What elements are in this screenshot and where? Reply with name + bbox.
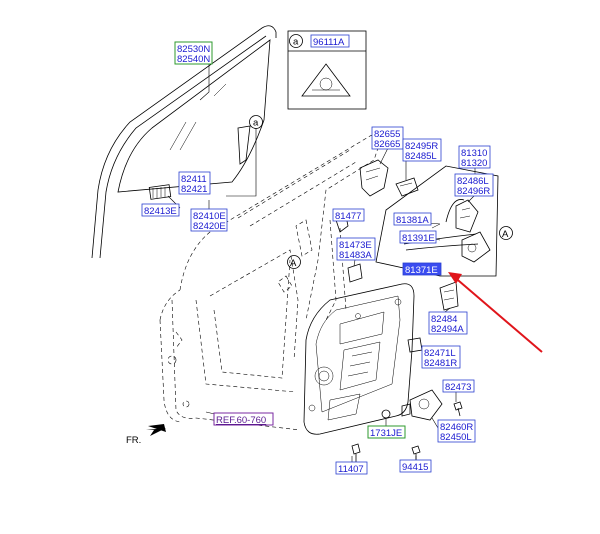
part-labels: 82530N 82540N 96111A 82411 82421 82413E … <box>141 34 494 475</box>
part-82450L[interactable]: 82450L <box>440 432 472 443</box>
part-82485L[interactable]: 82485L <box>405 151 437 162</box>
part-1731JE[interactable]: 1731JE <box>370 428 402 439</box>
part-81483A[interactable]: 81483A <box>339 250 372 261</box>
part-81320[interactable]: 81320 <box>461 158 487 169</box>
part-82494A[interactable]: 82494A <box>431 324 464 335</box>
part-82540N[interactable]: 82540N <box>177 54 210 65</box>
warning-label-detail <box>287 30 367 110</box>
front-label: FR. <box>126 435 141 446</box>
part-94415[interactable]: 94415 <box>402 462 428 473</box>
door-glass-drawing <box>91 25 277 259</box>
part-11407[interactable]: 11407 <box>338 464 364 475</box>
part-82460R[interactable]: 82460R <box>440 422 473 433</box>
part-82481R[interactable]: 82481R <box>424 358 457 369</box>
part-82655[interactable]: 82655 <box>374 129 400 140</box>
part-82421[interactable]: 82421 <box>181 184 207 195</box>
part-81477[interactable]: 81477 <box>335 211 361 222</box>
part-82665[interactable]: 82665 <box>374 139 400 150</box>
part-82495R[interactable]: 82495R <box>405 141 438 152</box>
part-96111A[interactable]: 96111A <box>313 37 345 48</box>
highlight-arrow <box>448 272 543 353</box>
part-82420E[interactable]: 82420E <box>193 221 226 232</box>
ref-60-760[interactable]: REF.60-760 <box>216 415 266 426</box>
part-81473E[interactable]: 81473E <box>339 240 372 251</box>
callout-A-latch: A <box>502 229 509 240</box>
latch-drawing <box>375 165 499 311</box>
part-82473[interactable]: 82473 <box>445 382 471 393</box>
part-82411[interactable]: 82411 <box>181 174 207 185</box>
callout-a-detail: a <box>293 37 299 48</box>
part-82530N[interactable]: 82530N <box>177 44 210 55</box>
callout-a-glass: a <box>253 118 259 129</box>
part-81310[interactable]: 81310 <box>461 148 487 159</box>
part-82486L[interactable]: 82486L <box>457 176 489 187</box>
part-81371E-highlighted[interactable]: 81371E <box>405 265 438 276</box>
door-module-drawing <box>303 283 423 435</box>
part-82413E[interactable]: 82413E <box>144 206 177 217</box>
callout-markers: a a A A <box>249 34 513 269</box>
part-82471L[interactable]: 82471L <box>424 348 456 359</box>
motor-drawing <box>351 389 463 462</box>
front-indicator: FR. <box>126 424 166 446</box>
part-81381A[interactable]: 81381A <box>396 215 429 226</box>
callout-A-frame: A <box>290 258 297 269</box>
part-82484[interactable]: 82484 <box>431 314 457 325</box>
part-82410E[interactable]: 82410E <box>193 211 226 222</box>
part-82496R[interactable]: 82496R <box>457 186 490 197</box>
part-81391E[interactable]: 81391E <box>402 233 435 244</box>
